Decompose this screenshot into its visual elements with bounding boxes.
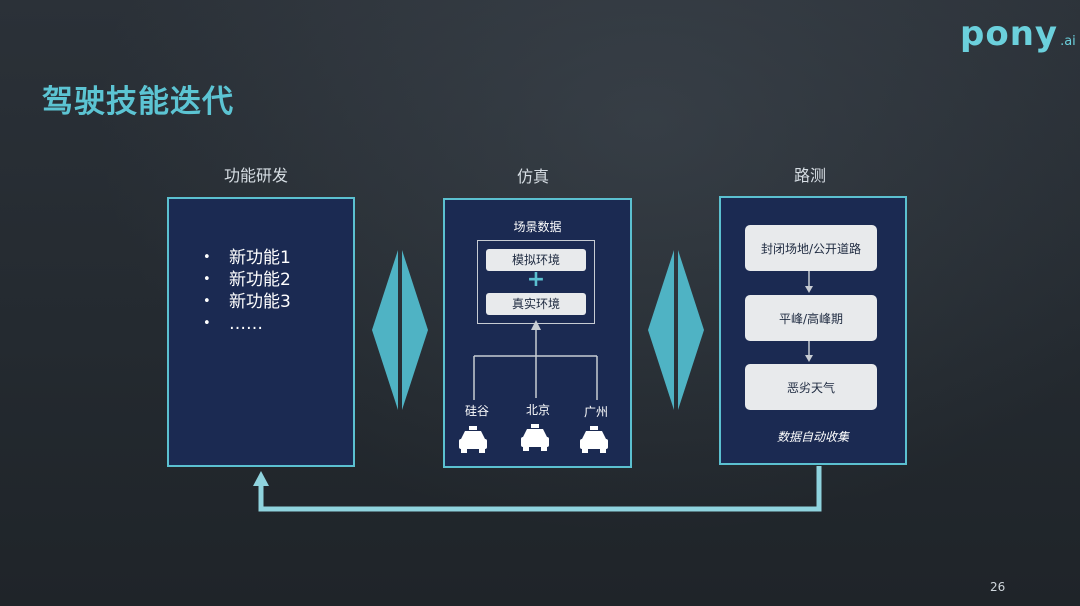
feedback-loop-arrow	[253, 466, 819, 509]
page-number: 26	[990, 580, 1005, 594]
taxi-icon	[459, 426, 487, 453]
city-connector-lines	[474, 326, 597, 400]
stage-arrows	[805, 271, 813, 362]
bidirectional-diamond-left	[372, 250, 428, 410]
arrow-up-to-frame	[531, 320, 541, 330]
taxi-icon	[580, 426, 608, 453]
bidirectional-diamond-right	[648, 250, 704, 410]
taxi-icon	[521, 424, 549, 451]
